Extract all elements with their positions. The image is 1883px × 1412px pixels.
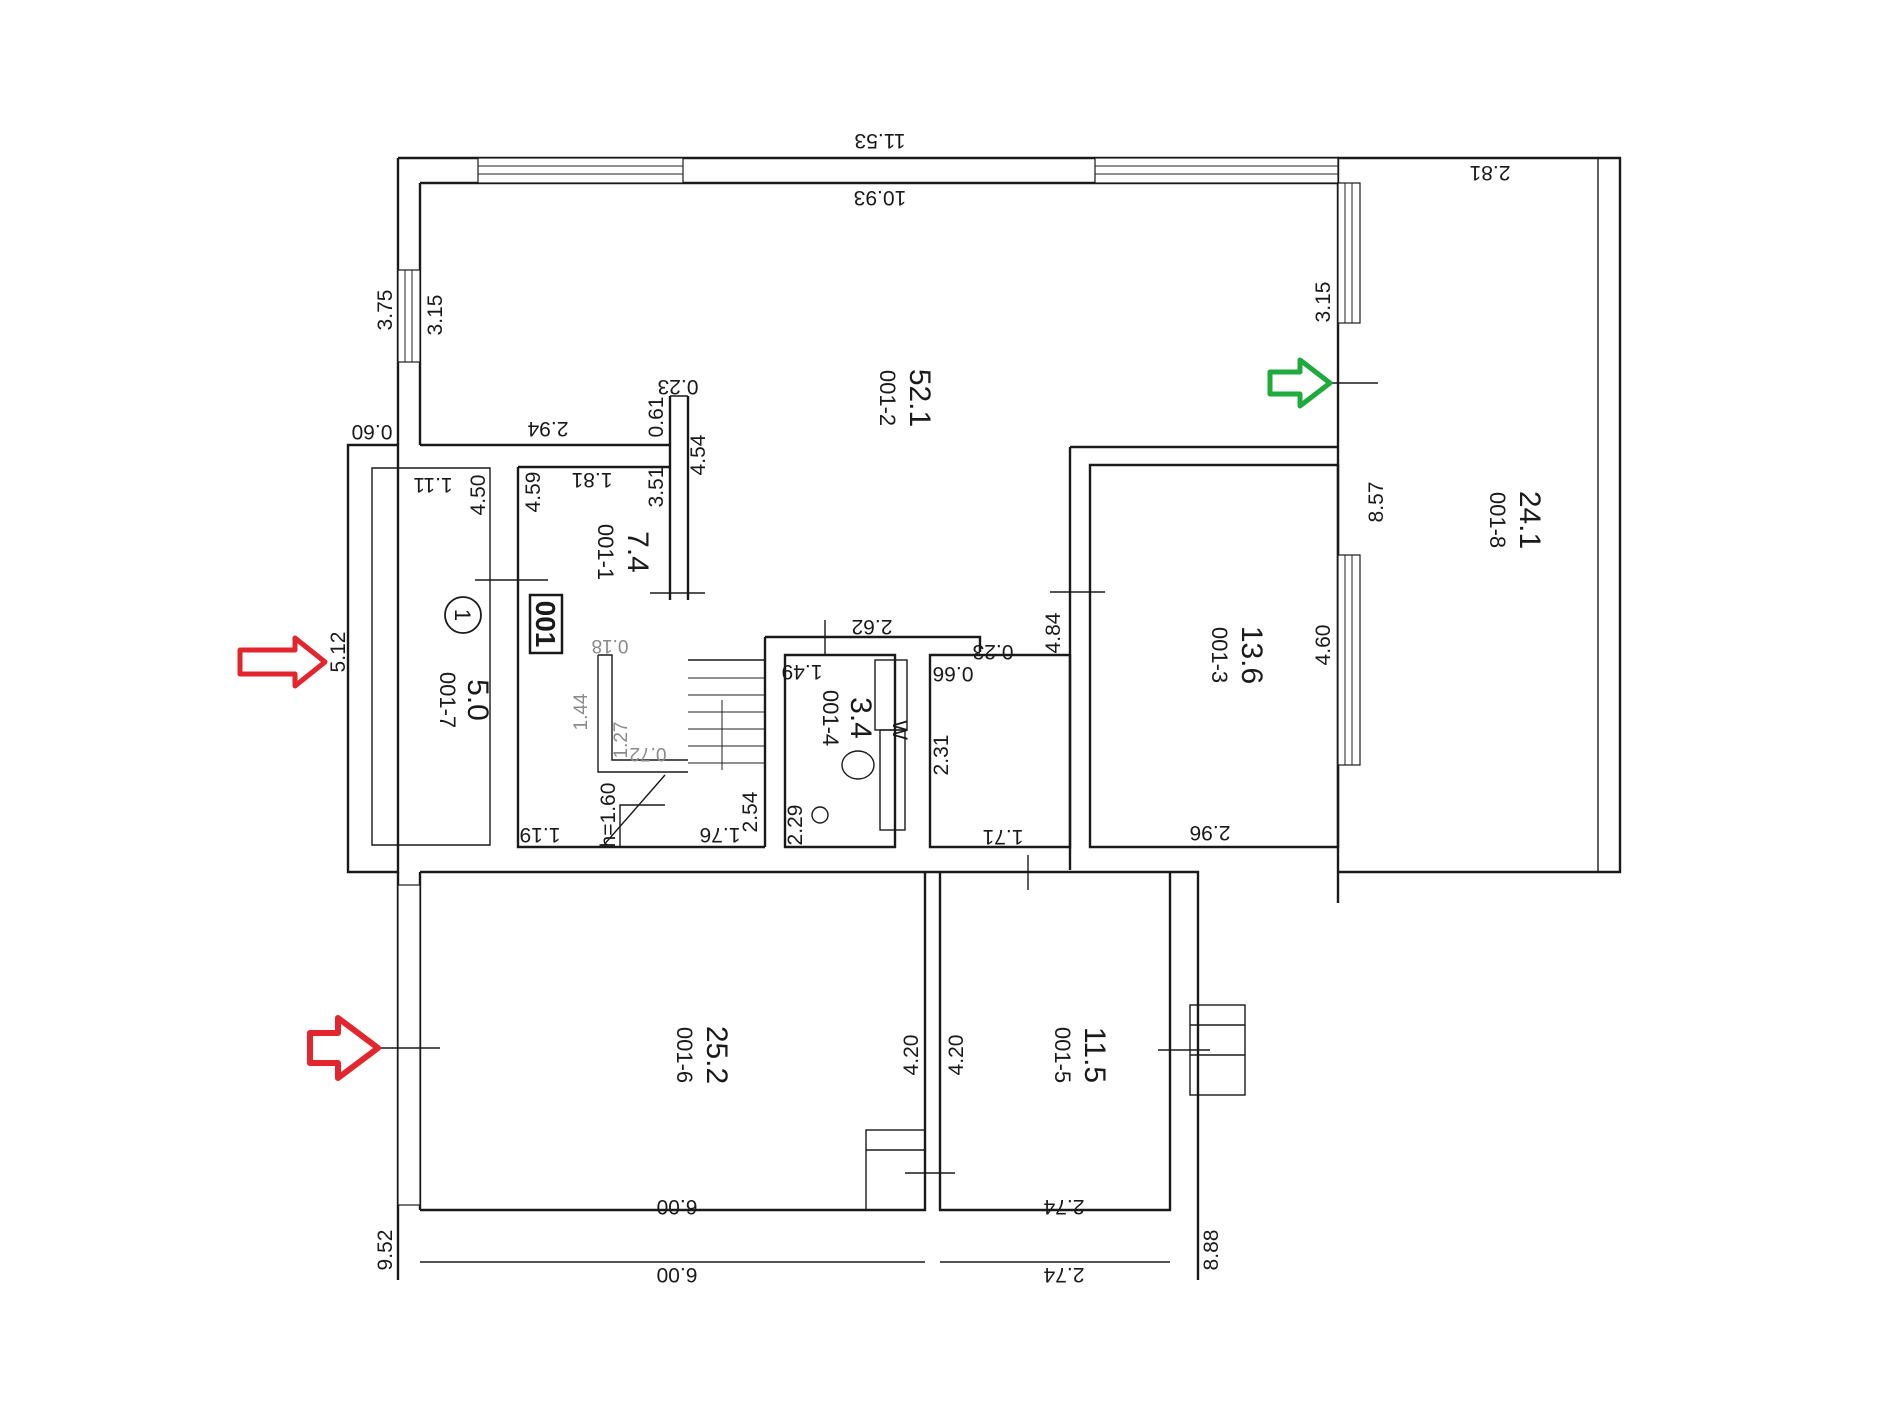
- room-id: 001-6: [672, 1027, 697, 1083]
- section-circle: 1: [444, 596, 482, 634]
- windows: [397, 157, 1361, 1206]
- room-area: 11.5: [1078, 1027, 1111, 1083]
- room-id: 001-5: [1050, 1027, 1075, 1083]
- dim-label: 0.66: [933, 662, 974, 685]
- dim-label: 11.53: [855, 129, 906, 152]
- dim-label: 0.23: [973, 640, 1014, 663]
- dim-label: 6.00: [657, 1263, 698, 1286]
- room-id: 001-4: [818, 690, 843, 746]
- room-area: 25.2: [700, 1026, 733, 1084]
- dim-label: 9.52: [374, 1230, 397, 1271]
- dim-label: 0.72: [630, 743, 667, 764]
- dim-label: 2.62: [852, 615, 893, 638]
- apartment-number-box: 001: [528, 593, 564, 655]
- dim-label: 1.19: [520, 823, 561, 846]
- room-id: 001-2: [875, 370, 900, 426]
- dim-label: 5.12: [327, 632, 350, 673]
- exit-arrow-green: [1267, 357, 1333, 409]
- section-number: 1: [450, 609, 475, 621]
- wc-mark: W: [888, 720, 911, 740]
- dim-label: 3.51: [645, 467, 668, 508]
- dim-label: 0.18: [592, 635, 629, 656]
- dim-label: 8.57: [1365, 482, 1388, 523]
- dim-label: 2.54: [739, 791, 762, 832]
- dim-label: 4.50: [467, 475, 490, 516]
- dim-label: 6.00: [657, 1195, 698, 1218]
- room-id: 001-1: [593, 524, 618, 580]
- dim-label: 1.71: [983, 825, 1024, 848]
- room-area: 3.4: [844, 697, 877, 739]
- dim-label: 2.81: [1470, 161, 1511, 184]
- dim-label: 3.15: [424, 295, 447, 336]
- room-id: 001-8: [1485, 492, 1510, 548]
- dim-label: 1.81: [572, 468, 613, 491]
- walls: [346, 156, 1622, 1280]
- dim-label: 4.54: [687, 434, 710, 475]
- room-area: 52.1: [903, 369, 936, 427]
- dim-label: 0.23: [658, 375, 699, 398]
- room-area: 24.1: [1513, 491, 1546, 549]
- room-area: 5.0: [461, 679, 494, 721]
- dim-label: 4.20: [900, 1035, 923, 1076]
- dim-label: 3.75: [374, 290, 397, 331]
- dim-label: 2.74: [1043, 1263, 1084, 1286]
- dim-label: 2.31: [930, 735, 953, 776]
- dim-label: 2.96: [1190, 821, 1231, 844]
- dim-label: 8.88: [1200, 1230, 1223, 1271]
- room-id: 001-7: [435, 672, 460, 728]
- dim-label: 2.29: [784, 805, 807, 846]
- dim-label: 4.84: [1042, 612, 1065, 653]
- dimension-labels: 11.53 10.93 2.81 3.75 3.15 3.15 0.60 2.9…: [327, 129, 1510, 1286]
- stair-height: h=1.60: [597, 783, 620, 848]
- dim-label: 10.93: [854, 186, 907, 209]
- dim-label: 2.74: [1043, 1195, 1084, 1218]
- dim-label: 1.44: [571, 693, 592, 730]
- room-area: 7.4: [621, 531, 654, 573]
- entry-arrow-left-upper: [237, 635, 328, 689]
- dim-label: 2.94: [527, 417, 568, 440]
- apartment-number: 001: [530, 601, 561, 648]
- dim-label: 4.20: [945, 1035, 968, 1076]
- dim-label: 1.11: [413, 473, 452, 496]
- room-labels: 001-1 7.4 001-2 52.1 001-3 13.6 001-4 3.…: [435, 369, 1546, 1084]
- dim-label: 4.59: [522, 472, 545, 513]
- room-area: 13.6: [1235, 626, 1268, 684]
- room-id: 001-3: [1207, 627, 1232, 683]
- dim-label: 1.27: [611, 722, 632, 759]
- dim-label: 1.76: [700, 823, 741, 846]
- dim-label: 1.49: [782, 660, 823, 683]
- dim-label: 3.15: [1312, 282, 1335, 323]
- entry-arrow-left-lower: [307, 1015, 381, 1081]
- dim-label: 0.61: [645, 397, 668, 438]
- dim-label: 0.60: [352, 420, 393, 443]
- dim-label: 4.60: [1312, 625, 1335, 666]
